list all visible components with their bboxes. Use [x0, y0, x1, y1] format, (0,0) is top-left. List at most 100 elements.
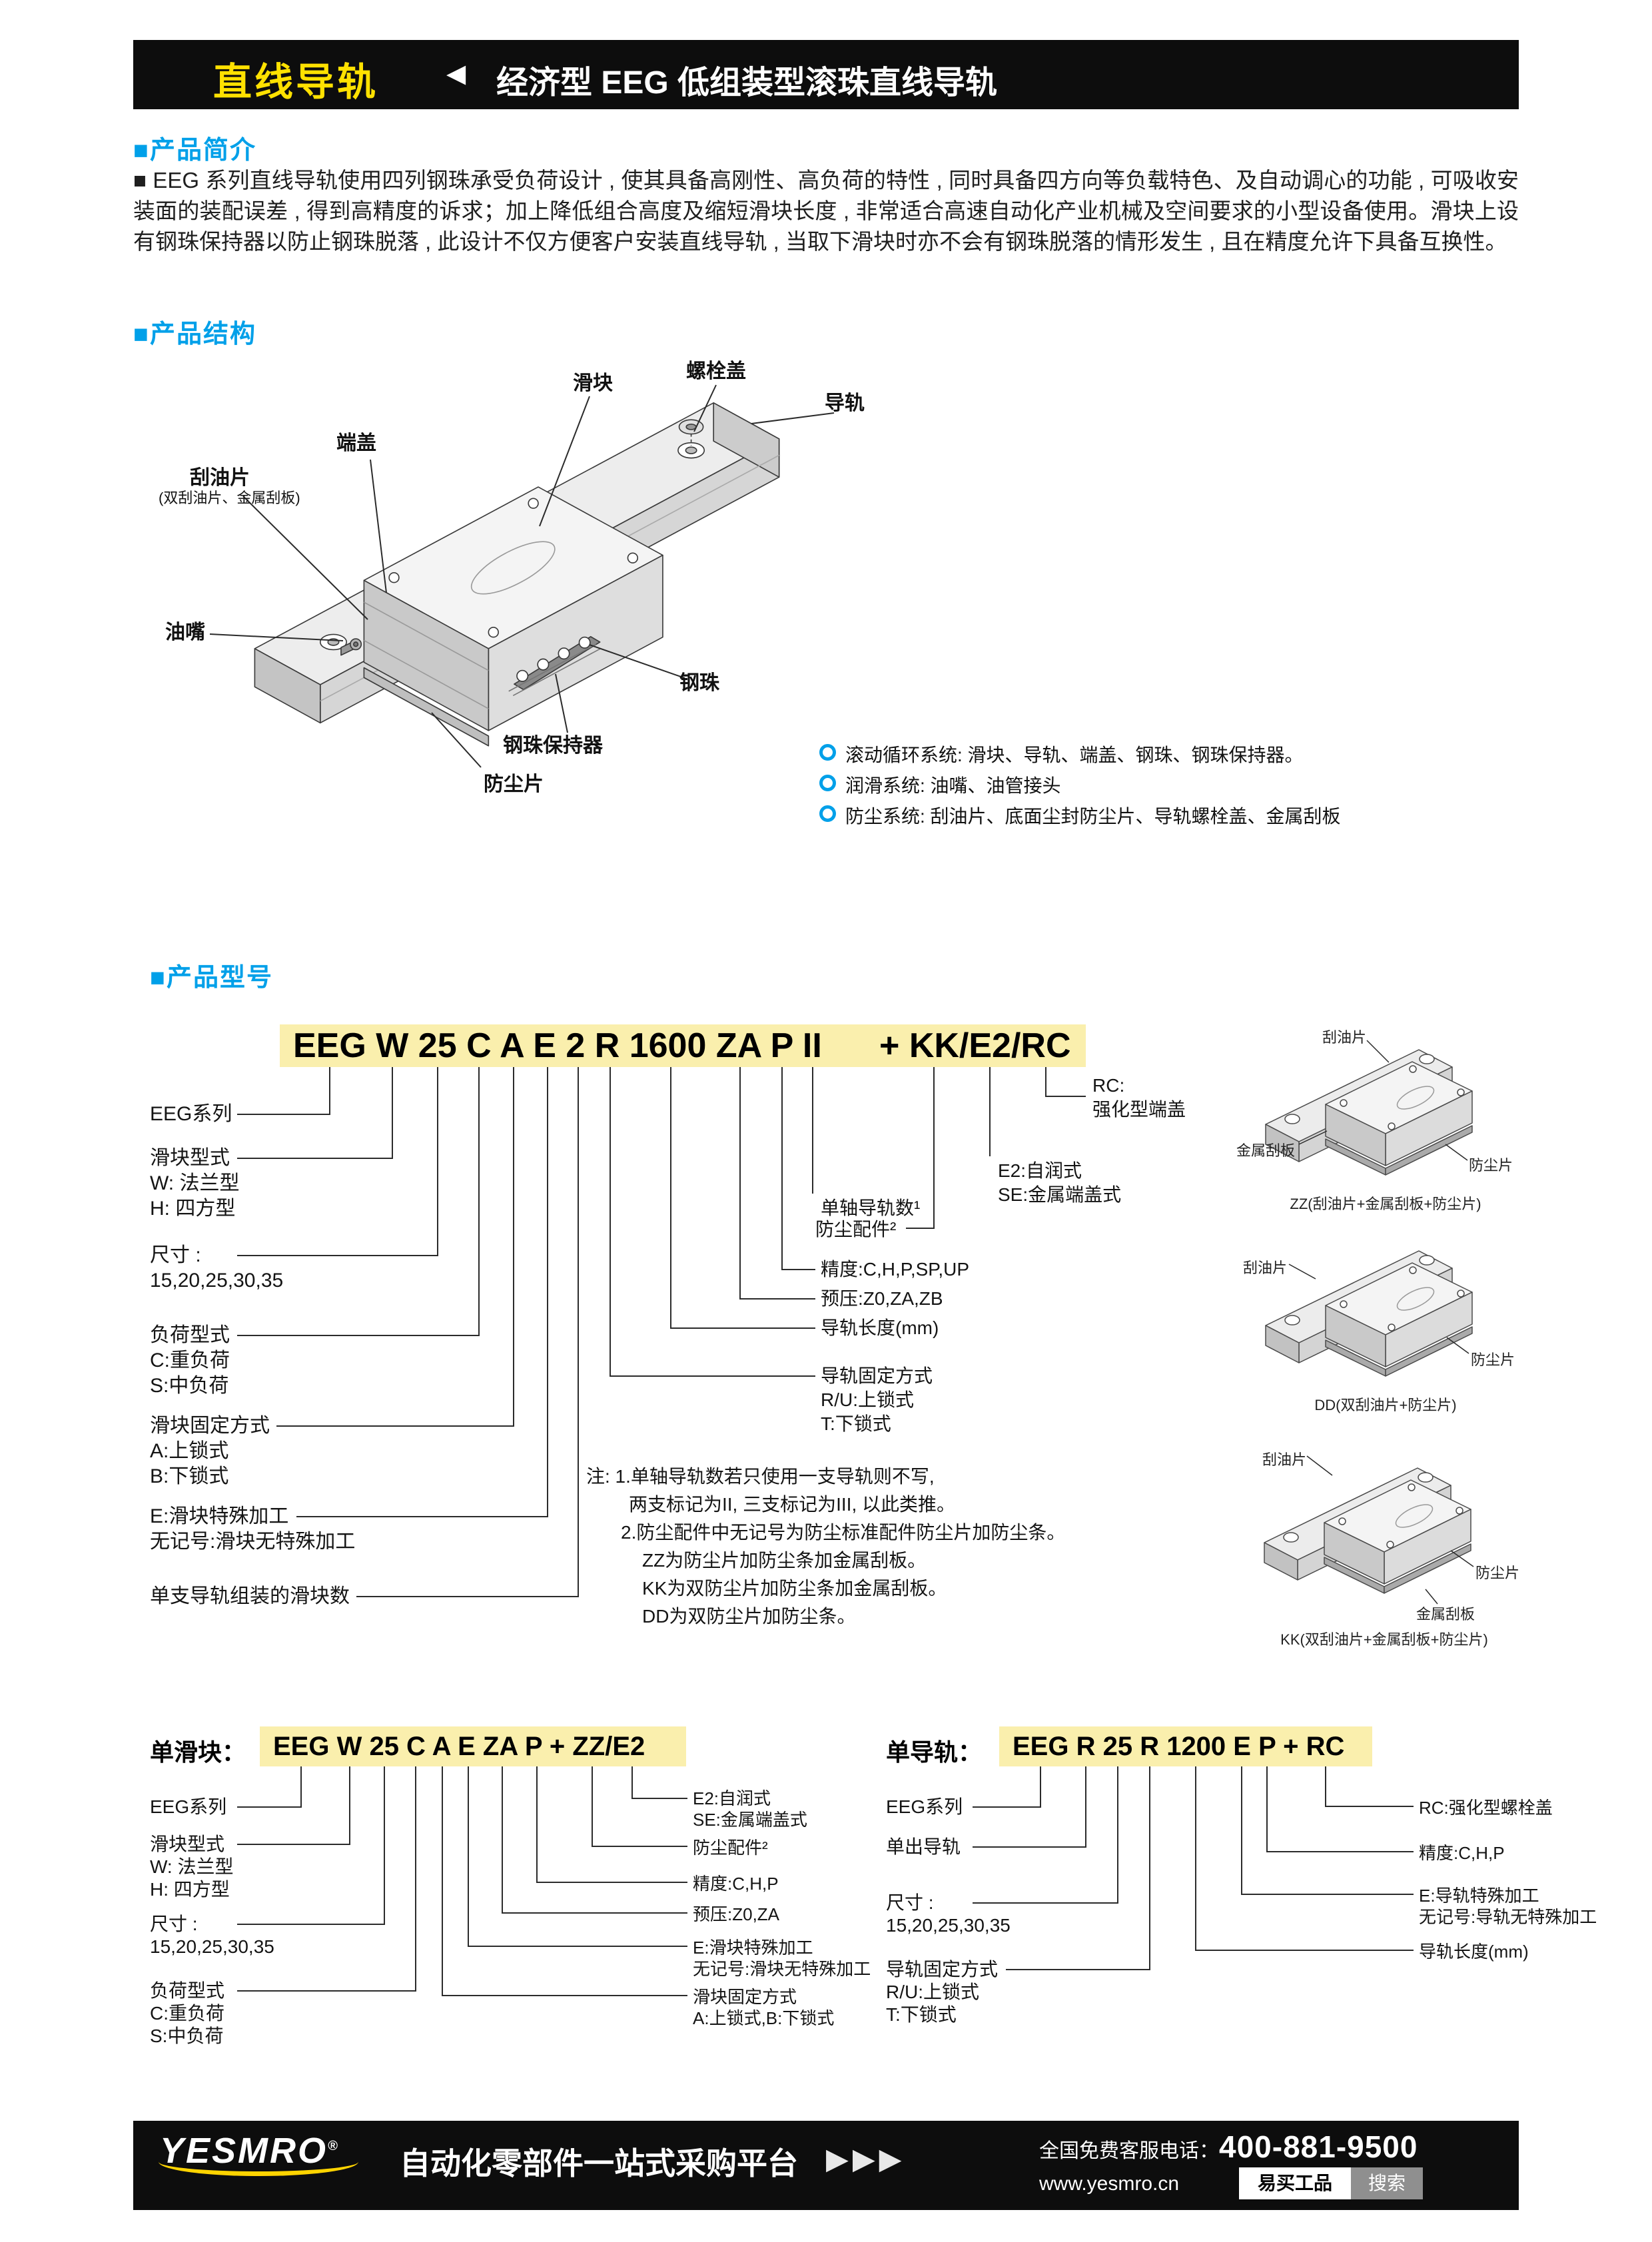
footer-slogan: 自动化零部件一站式采购平台 — [400, 2146, 798, 2181]
rail-example-code: EEG R 25 R 1200 E P + RC — [1013, 1732, 1345, 1761]
rail-example-left-label: 导轨固定方式 R/U:上锁式 T:下锁式 — [886, 1958, 998, 2026]
block-example-right-label: 精度:C,H,P — [693, 1873, 779, 1894]
model-right-label: 预压:Z0,ZA,ZB — [821, 1287, 943, 1311]
bullet-circle-icon — [819, 775, 836, 791]
block-example-left-label: EEG系列 — [150, 1796, 226, 1818]
model-right-label: 精度:C,H,P,SP,UP — [821, 1258, 969, 1282]
label-line: 精度:C,H,P,SP,UP — [821, 1259, 970, 1280]
label-line: 强化型端盖 — [1092, 1099, 1186, 1120]
label-line: 负荷型式 — [150, 1980, 225, 2001]
label-line: E:导轨特殊加工 — [1419, 1886, 1539, 1906]
label-line: A:上锁式,B:下锁式 — [693, 2008, 835, 2028]
label-line: W: 法兰型 — [150, 1172, 240, 1194]
phone-number: 400-881-9500 — [1219, 2129, 1418, 2164]
mini-diagram-zz — [1265, 1049, 1473, 1176]
label-line: 尺寸 : — [150, 1914, 198, 1934]
label-line: EEG系列 — [150, 1796, 227, 1817]
footer-website-link[interactable]: www.yesmro.cn — [1039, 2173, 1180, 2195]
note-line: DD为双防尘片加防尘条。 — [642, 1606, 856, 1627]
part-label-bolt-cover: 螺栓盖 — [686, 360, 746, 382]
label-line: RC:强化型螺栓盖 — [1419, 1798, 1553, 1818]
model-left-label: 尺寸 : 15,20,25,30,35 — [150, 1243, 283, 1294]
label-line: 预压:Z0,ZA — [693, 1904, 780, 1924]
label-line: T:下锁式 — [886, 2004, 957, 2025]
rail-example-connector-lines — [973, 1766, 1414, 1970]
note-line: KK为双防尘片加防尘条加金属刮板。 — [642, 1578, 947, 1599]
variant-kk-label: 金属刮板 — [1416, 1606, 1475, 1623]
model-right-label: 防尘配件² — [815, 1218, 896, 1242]
label-line: C:重负荷 — [150, 2003, 225, 2024]
part-label-retainer: 钢珠保持器 — [503, 735, 603, 757]
label-line: 精度:C,H,P — [693, 1874, 779, 1894]
rail-example-code-box: EEG R 25 R 1200 E P + RC — [999, 1726, 1372, 1766]
rail-example-right-label: RC:强化型螺栓盖 — [1419, 1797, 1553, 1818]
bullet-circle-icon — [819, 744, 836, 761]
model-right-label: E2:自润式 SE:金属端盖式 — [998, 1159, 1121, 1207]
label-line: SE:金属端盖式 — [998, 1184, 1122, 1205]
mini-callout-lines — [1288, 1040, 1474, 1605]
part-label-ball: 钢珠 — [679, 672, 719, 694]
intro-heading: ■产品简介 — [133, 137, 256, 165]
label-line: 单支导轨组装的滑块数 — [150, 1585, 350, 1607]
search-button[interactable]: 搜索 — [1351, 2167, 1424, 2199]
footer-search-bar: 易买工品 搜索 — [1239, 2167, 1424, 2199]
registered-mark-icon: ® — [328, 2139, 340, 2153]
label-line: T:下锁式 — [821, 1413, 891, 1434]
header-arrow-icon: ◀ — [446, 60, 466, 88]
label-line: 15,20,25,30,35 — [150, 1270, 284, 1292]
block-example-code-box: EEG W 25 C A E ZA P + ZZ/E2 — [260, 1726, 686, 1766]
footer-bar: YESMRO® 自动化零部件一站式采购平台 ▶▶▶ 全国免费客服电话： 400-… — [133, 2121, 1519, 2210]
rail-example-right-label: 精度:C,H,P — [1419, 1842, 1505, 1864]
label-line: 预压:Z0,ZA,ZB — [821, 1288, 943, 1309]
part-label-rail: 导轨 — [825, 392, 865, 414]
label-line: H: 四方型 — [150, 1879, 230, 1900]
note-line: ZZ为防尘片加防尘条加金属刮板。 — [642, 1550, 927, 1571]
header-bar: 直线导轨 ◀ 经济型 EEG 低组装型滚珠直线导轨 — [133, 40, 1519, 109]
label-line: 导轨固定方式 — [886, 1959, 999, 1980]
phone-label: 全国免费客服电话： — [1039, 2140, 1219, 2162]
block-example-right-label: 防尘配件² — [693, 1837, 768, 1858]
structure-heading: ■产品结构 — [133, 320, 256, 348]
rail-example-title: 单导轨： — [886, 1738, 983, 1766]
search-field[interactable]: 易买工品 — [1239, 2167, 1352, 2199]
system-bullet: 润滑系统: 油嘴、油管接头 — [819, 771, 1061, 798]
block-example-right-label: 预压:Z0,ZA — [693, 1904, 779, 1925]
block-example-code: EEG W 25 C A E ZA P + ZZ/E2 — [273, 1732, 645, 1761]
variant-kk-caption: KK(双刮油片+金属刮板+防尘片) — [1280, 1631, 1488, 1648]
label-line: E:滑块特殊加工 — [150, 1505, 289, 1527]
variant-dd-label: 刮油片 — [1243, 1260, 1288, 1276]
label-line: R/U:上锁式 — [886, 1982, 980, 2002]
rail-example-left-label: 单出导轨 — [886, 1836, 961, 1858]
label-line: 单出导轨 — [886, 1836, 961, 1857]
model-left-label: 滑块固定方式 A:上锁式 B:下锁式 — [150, 1413, 270, 1489]
block-example-right-label: 滑块固定方式 A:上锁式,B:下锁式 — [693, 1986, 834, 2029]
label-line: 负荷型式 — [150, 1324, 230, 1346]
model-left-label: 单支导轨组装的滑块数 — [150, 1584, 350, 1609]
rail-example-right-label: 导轨长度(mm) — [1419, 1941, 1529, 1962]
rail-example-left-label: 尺寸 : 15,20,25,30,35 — [886, 1892, 1011, 1937]
label-line: 无记号:滑块无特殊加工 — [693, 1959, 871, 1979]
label-line: 防尘配件² — [815, 1219, 897, 1240]
label-line: E:滑块特殊加工 — [693, 1938, 813, 1958]
label-line: C:重负荷 — [150, 1349, 230, 1371]
model-left-label: E:滑块特殊加工 无记号:滑块无特殊加工 — [150, 1504, 355, 1555]
label-line: 导轨固定方式 — [821, 1365, 933, 1386]
model-notes: 注: 1.单轴导轨数若只使用一支导轨则不写, 两支标记为II, 三支标记为III… — [586, 1463, 1065, 1631]
part-label-scraper-sub: (双刮油片、金属刮板) — [159, 490, 300, 506]
variant-dd-label: 防尘片 — [1471, 1351, 1515, 1368]
model-right-label: 导轨长度(mm) — [821, 1316, 939, 1340]
label-line: H: 四方型 — [150, 1198, 236, 1220]
label-line: E2:自润式 — [998, 1160, 1082, 1181]
bullet-text: 润滑系统: 油嘴、油管接头 — [845, 775, 1061, 796]
block-example-right-label: E:滑块特殊加工 无记号:滑块无特殊加工 — [693, 1937, 871, 1980]
label-line: S:中负荷 — [150, 1375, 229, 1397]
label-line: SE:金属端盖式 — [693, 1810, 807, 1830]
bullet-circle-icon — [819, 805, 836, 822]
label-line: RC: — [1092, 1075, 1125, 1096]
label-line: 导轨长度(mm) — [821, 1317, 939, 1338]
label-line: 单轴导轨数¹ — [821, 1198, 921, 1218]
page-title: 经济型 EEG 低组装型滚珠直线导轨 — [496, 65, 998, 101]
label-line: 防尘配件² — [693, 1838, 768, 1858]
label-line: 15,20,25,30,35 — [886, 1915, 1011, 1936]
